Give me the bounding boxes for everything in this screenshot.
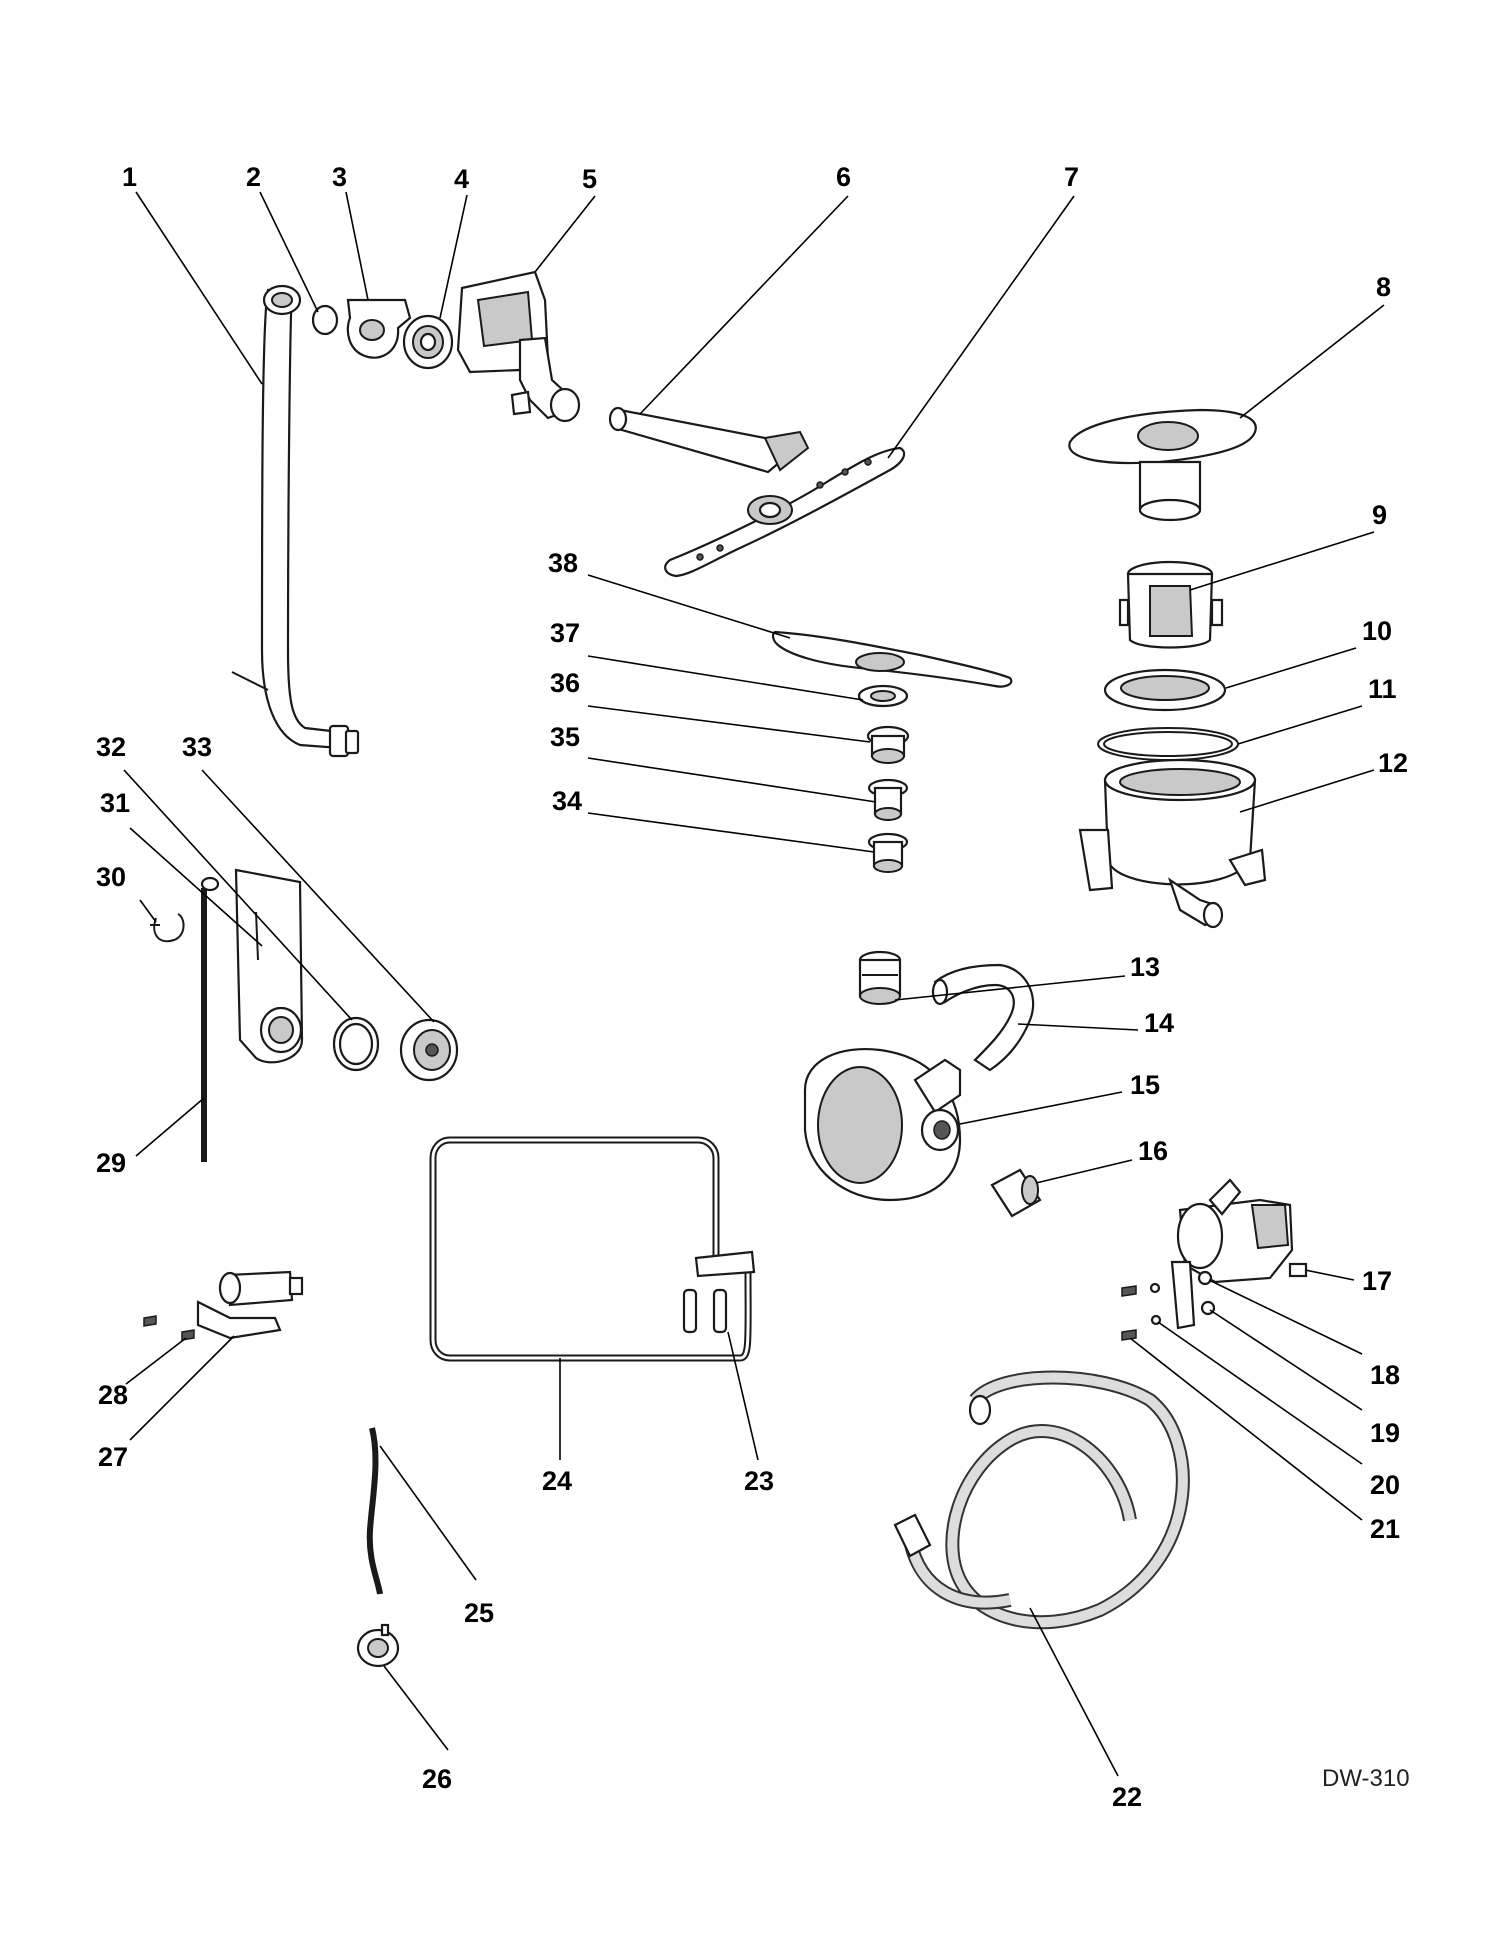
callout-28: 28 <box>98 1380 128 1410</box>
part-7-upper-spray-arm <box>664 446 906 578</box>
callout-20: 20 <box>1370 1470 1400 1500</box>
callout-8: 8 <box>1376 272 1391 302</box>
part-10-sump-ring <box>1103 668 1227 712</box>
callout-3: 3 <box>332 162 347 192</box>
part-27-inlet-valve <box>196 1270 304 1340</box>
callout-27: 27 <box>98 1442 128 1472</box>
callout-32: 32 <box>96 732 126 762</box>
part-6-spray-arm-tube <box>608 406 810 474</box>
part-12-sump-housing <box>1078 758 1267 929</box>
callout-22: 22 <box>1112 1782 1142 1812</box>
callout-5: 5 <box>582 164 597 194</box>
part-5-manifold <box>456 270 581 423</box>
callout-38: 38 <box>548 548 578 578</box>
diagram-code-label: DW-310 <box>1322 1765 1410 1792</box>
callout-2: 2 <box>246 162 261 192</box>
part-29-float-rod <box>200 876 220 1162</box>
part-17-drain-pump <box>1176 1178 1308 1284</box>
callout-31: 31 <box>100 788 130 818</box>
callout-6: 6 <box>836 162 851 192</box>
callout-16: 16 <box>1138 1136 1168 1166</box>
part-18-19-20-21-hardware <box>1121 1260 1216 1341</box>
part-38-lower-spray-arm <box>771 630 1013 688</box>
part-34-bushing <box>867 832 909 873</box>
callout-18: 18 <box>1370 1360 1400 1390</box>
callout-9: 9 <box>1372 500 1387 530</box>
callout-29: 29 <box>96 1148 126 1178</box>
callout-14: 14 <box>1144 1008 1174 1038</box>
part-13-grommet <box>858 950 902 1005</box>
part-15-pump <box>803 1048 962 1202</box>
callout-labels: 1 2 3 4 5 6 7 8 9 10 11 12 13 14 15 16 1… <box>96 162 1408 1812</box>
part-14-hose <box>931 963 1035 1072</box>
part-9-filter-cylinder <box>1118 560 1224 649</box>
part-33-vent-cap <box>399 1018 459 1082</box>
callout-13: 13 <box>1130 952 1160 982</box>
part-23-terminals <box>682 1250 756 1334</box>
part-36-fitting <box>866 725 910 764</box>
part-11-gasket <box>1097 727 1239 761</box>
callout-36: 36 <box>550 668 580 698</box>
part-37-nut <box>857 684 909 708</box>
callout-26: 26 <box>422 1764 452 1794</box>
callout-7: 7 <box>1064 162 1079 192</box>
callout-35: 35 <box>550 722 580 752</box>
callout-30: 30 <box>96 862 126 892</box>
callout-24: 24 <box>542 1466 572 1496</box>
part-28-screws <box>143 1315 195 1341</box>
callout-15: 15 <box>1130 1070 1160 1100</box>
callout-1: 1 <box>122 162 137 192</box>
part-4-bearing-nut <box>402 314 454 370</box>
part-32-gasket <box>332 1016 380 1072</box>
callout-33: 33 <box>182 732 212 762</box>
part-1-supply-tube <box>231 284 360 758</box>
part-24-heating-element <box>429 1136 752 1362</box>
part-22-drain-hose <box>893 1370 1190 1630</box>
callout-19: 19 <box>1370 1418 1400 1448</box>
callout-23: 23 <box>744 1466 774 1496</box>
part-2-o-ring <box>311 304 339 336</box>
part-31-float-housing <box>234 868 304 1064</box>
part-16-fitting <box>990 1168 1042 1218</box>
callout-10: 10 <box>1362 616 1392 646</box>
callout-21: 21 <box>1370 1514 1400 1544</box>
part-3-clip-bracket <box>346 298 412 359</box>
callout-37: 37 <box>550 618 580 648</box>
callout-11: 11 <box>1368 674 1397 704</box>
leader-lines <box>123 191 1385 1777</box>
part-26-thermostat <box>356 1623 400 1668</box>
part-25-tube <box>366 1427 383 1595</box>
callout-4: 4 <box>454 164 469 194</box>
callout-17: 17 <box>1362 1266 1392 1296</box>
callout-34: 34 <box>552 786 582 816</box>
callout-12: 12 <box>1378 748 1408 778</box>
part-8-filter-funnel <box>1068 408 1257 522</box>
part-30-clip <box>150 913 185 943</box>
callout-25: 25 <box>464 1598 494 1628</box>
part-35-bushing <box>867 778 909 821</box>
